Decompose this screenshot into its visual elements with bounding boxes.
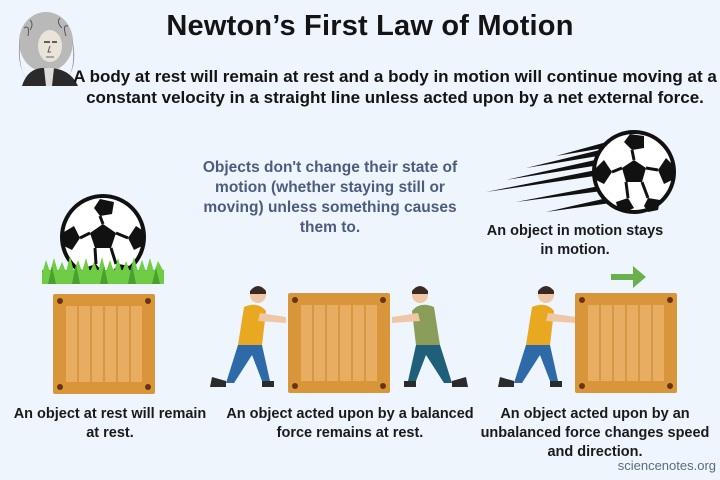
person-pushing-icon: [498, 286, 576, 387]
crate-unbalanced-force: [575, 293, 677, 393]
explanatory-note: Objects don't change their state of moti…: [202, 159, 458, 236]
caption-balanced-force: An object acted upon by a balanced force…: [226, 406, 474, 441]
caption-unbalanced-force: An object acted upon by an unbalanced fo…: [480, 406, 710, 460]
page-title: Newton’s First Law of Motion: [166, 10, 574, 42]
caption-at-rest: An object at rest will remain at rest.: [13, 406, 207, 441]
motion-caption: An object in motion stays in motion.: [486, 223, 664, 258]
person-pushing-right-icon: [392, 286, 468, 387]
grass-icon: [42, 256, 164, 284]
crate-at-rest: [53, 294, 155, 394]
moving-soccer-ball-icon: [486, 130, 676, 214]
right-arrow-icon: [611, 266, 646, 288]
source-credit: sciencenotes.org: [617, 458, 716, 473]
newton-portrait-icon: [18, 12, 78, 86]
crate-balanced-force: [288, 293, 390, 393]
law-statement: A body at rest will remain at rest and a…: [73, 67, 717, 107]
person-pushing-left-icon: [210, 286, 286, 387]
